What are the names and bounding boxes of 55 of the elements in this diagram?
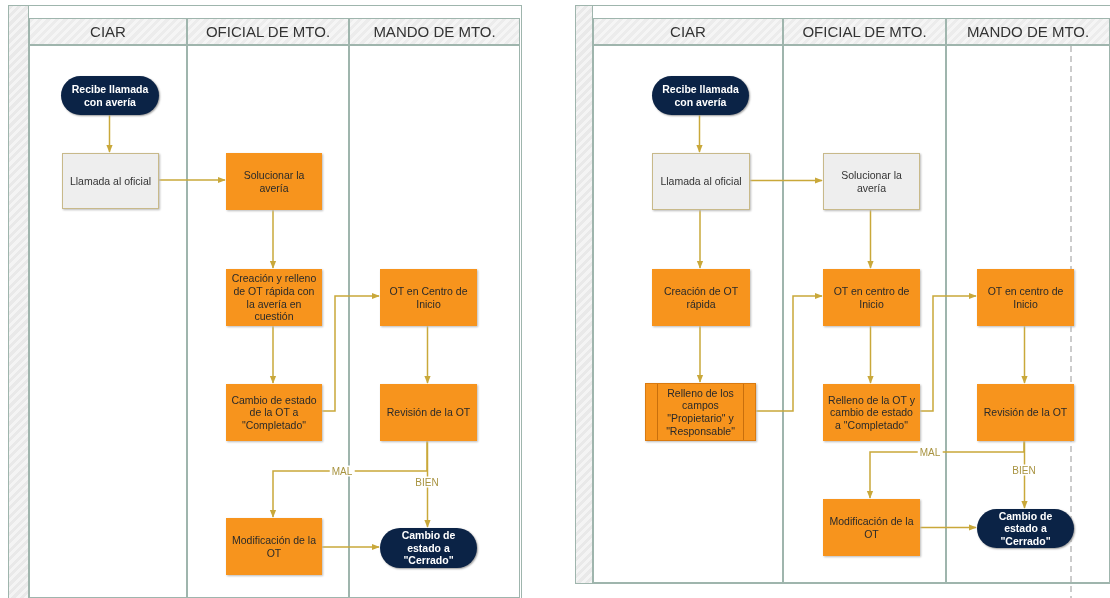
- process-box: Creación y relleno de OT rápida con la avería en cuestión: [226, 269, 322, 326]
- process-box: Modificación de la OT: [823, 499, 920, 556]
- arrow: [696, 324, 704, 383]
- swimlane: [946, 18, 1110, 583]
- arrow: [696, 113, 703, 153]
- process-box: Revisión de la OT: [977, 384, 1074, 441]
- process-box: Relleno de la OT y cambio de estado a "Completado": [823, 384, 920, 441]
- lane-header: MANDO DE MTO.: [350, 19, 519, 46]
- arrow: [269, 324, 277, 384]
- swimlane: [29, 18, 187, 598]
- lane-header: CIAR: [594, 19, 782, 46]
- process-box: Solucionar la avería: [226, 153, 322, 210]
- terminal-node: Recibe llamada con avería: [61, 76, 159, 115]
- process-box: Llamada al oficial: [62, 153, 159, 209]
- edge-label: MAL: [917, 446, 943, 458]
- edge-label: BIEN: [413, 476, 441, 488]
- arrow: [424, 439, 431, 528]
- edge-label: BIEN: [1010, 464, 1038, 476]
- process-box: Revisión de la OT: [380, 384, 477, 441]
- arrow: [754, 292, 823, 412]
- arrow: [696, 208, 704, 269]
- arrow: [106, 113, 113, 153]
- arrow: [918, 292, 977, 412]
- lane-header: OFICIAL DE MTO.: [188, 19, 348, 46]
- terminal-node: Cambio de estado a "Cerrado": [380, 528, 477, 568]
- arrow: [1021, 324, 1028, 384]
- arrow: [424, 324, 431, 384]
- swimlane: [783, 18, 946, 583]
- process-box: Modificación de la OT: [226, 518, 322, 575]
- process-box: Creación de OT rápida: [652, 269, 750, 326]
- process-box: OT en centro de Inicio: [823, 269, 920, 326]
- process-box: Solucionar la avería: [823, 153, 920, 210]
- process-box: Cambio de estado de la OT a "Completado": [226, 384, 322, 441]
- arrow: [867, 324, 874, 384]
- terminal-node: Cambio de estado a "Cerrado": [977, 509, 1074, 548]
- lane-header: MANDO DE MTO.: [947, 19, 1109, 46]
- arrow: [1021, 439, 1028, 509]
- process-box: Llamada al oficial: [652, 153, 750, 210]
- arrow: [320, 292, 380, 412]
- arrow: [320, 543, 380, 551]
- arrow: [866, 439, 1025, 499]
- arrow: [867, 208, 874, 269]
- arrow: [157, 176, 226, 184]
- arrow: [918, 524, 977, 531]
- process-box: OT en Centro de Inicio: [380, 269, 477, 326]
- arrow: [269, 439, 428, 518]
- lane-header: OFICIAL DE MTO.: [784, 19, 945, 46]
- lane-header: CIAR: [30, 19, 186, 46]
- edge-label: MAL: [329, 465, 355, 477]
- terminal-node: Recibe llamada con avería: [652, 76, 749, 115]
- arrow: [269, 208, 277, 269]
- swimlane: [593, 18, 783, 583]
- process-box: OT en centro de Inicio: [977, 269, 1074, 326]
- arrow: [748, 177, 823, 184]
- subprocess-box: Relleno de los campos "Propietario" y "Responsable": [645, 383, 756, 441]
